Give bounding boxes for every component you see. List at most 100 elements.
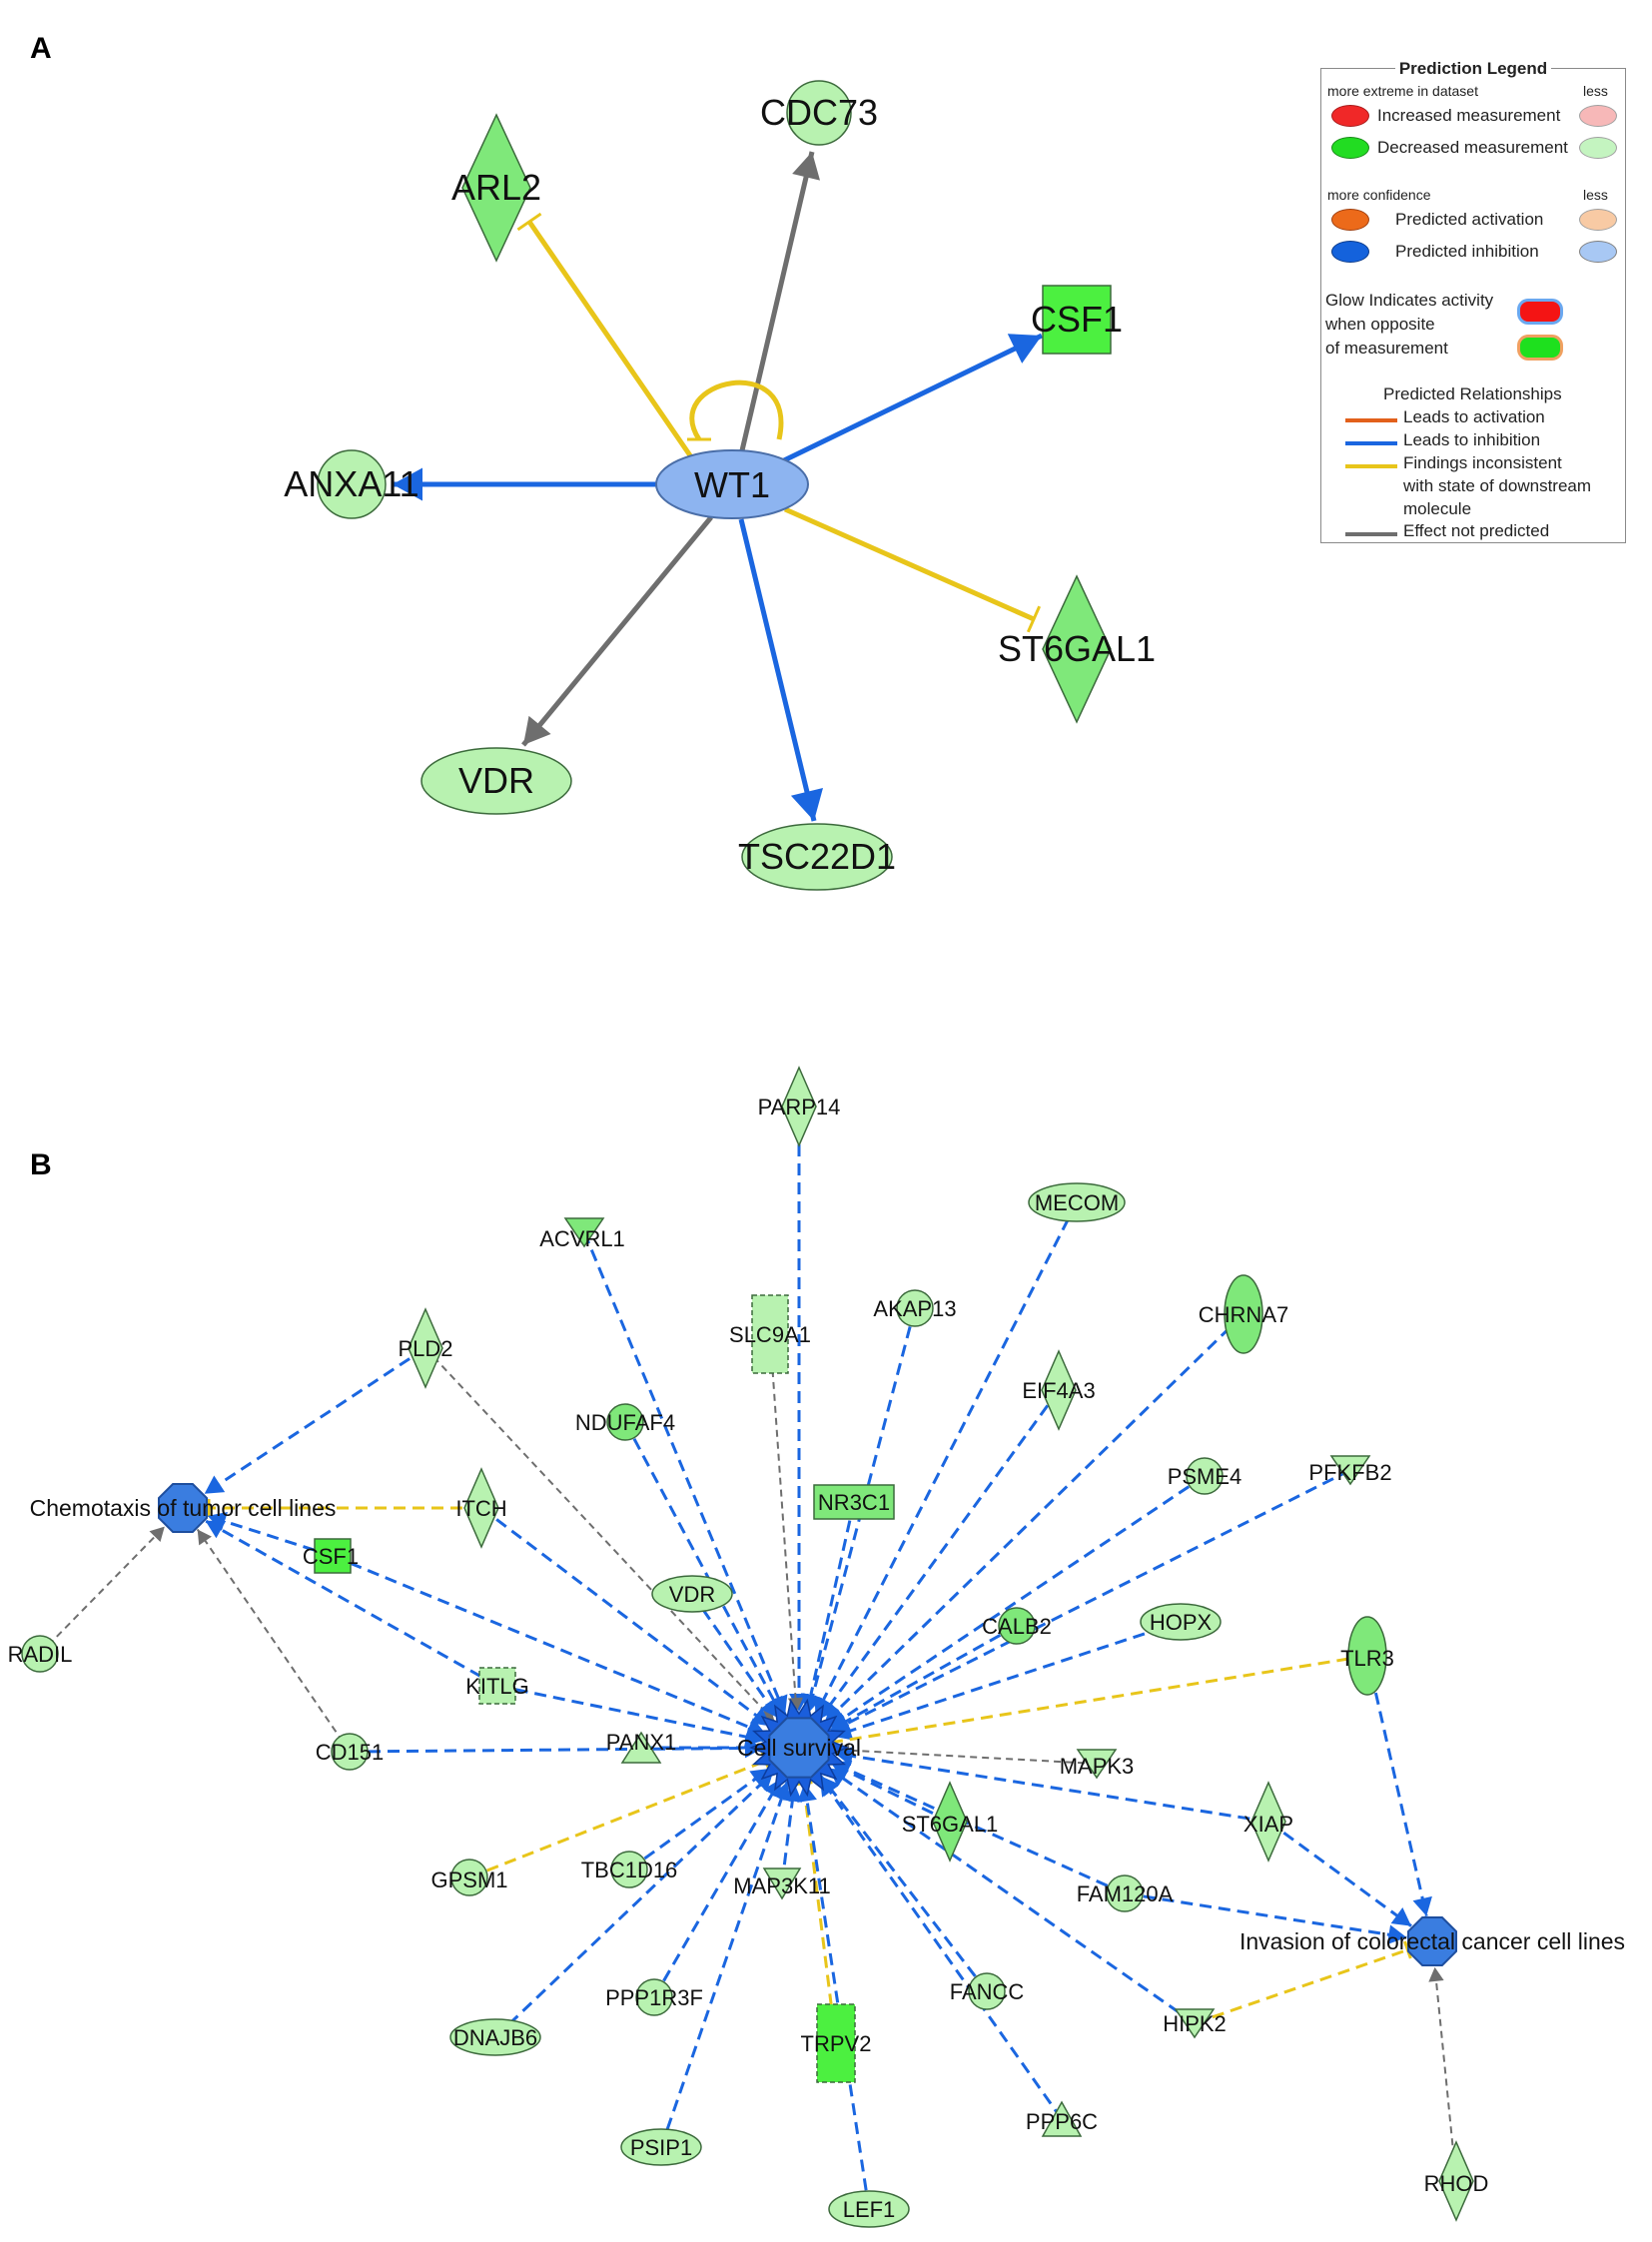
node-b-lef1-shape (828, 2190, 910, 2228)
node-a-tsc22d1[interactable]: TSC22D1 (738, 823, 896, 891)
node-b-gpsm1[interactable]: GPSM1 (430, 1859, 508, 1896)
node-a-csf1-shape (1042, 285, 1112, 355)
node-b-gpsm1-label: GPSM1 (430, 1868, 507, 1892)
node-b-acvrl1[interactable]: ACVRL1 (539, 1217, 625, 1251)
node-b-mapk3[interactable]: MAPK3 (1060, 1749, 1135, 1780)
node-b-ppp1r3f[interactable]: PPP1R3F (605, 1978, 703, 2016)
node-b-pld2[interactable]: PLD2 (398, 1307, 453, 1389)
edge-hipk2-to-cs (827, 1767, 1196, 2025)
edge-vdr-to-cs (690, 1593, 780, 1720)
node-b-nr3c1-label: NR3C1 (818, 1490, 890, 1515)
node-b-vdr-shape (651, 1575, 733, 1613)
edge-calb2-to-cs (829, 1624, 1018, 1732)
edge-wt1-arl2-bar (516, 212, 542, 232)
node-b-nr3c1[interactable]: NR3C1 (813, 1484, 895, 1520)
node-b-chrna7[interactable]: CHRNA7 (1199, 1274, 1288, 1354)
node-b-mecom-shape (1028, 1182, 1126, 1222)
node-b-map3k11[interactable]: MAP3K11 (733, 1868, 831, 1900)
node-a-vdr[interactable]: VDR (420, 747, 572, 815)
node-b-panx1-shape (620, 1731, 662, 1764)
edge-itch-to-cs (480, 1506, 772, 1728)
node-a-st6gal1-label: ST6GAL1 (998, 628, 1156, 669)
node-b-psme4-label: PSME4 (1168, 1464, 1242, 1489)
panel-b-letter: B (30, 1148, 52, 1181)
function-invasion[interactable]: Invasion of colorectal cancer cell lines (1239, 1916, 1625, 1966)
node-b-psip1[interactable]: PSIP1 (620, 2128, 702, 2166)
node-b-fancc[interactable]: FANCC (950, 1972, 1025, 2010)
node-b-vdr-label: VDR (669, 1582, 715, 1607)
node-a-wt1[interactable]: WT1 (655, 449, 809, 519)
node-b-rhod[interactable]: RHOD (1424, 2140, 1489, 2222)
node-b-chrna7-shape (1224, 1274, 1263, 1354)
edge-fam120a-to-iv (1124, 1891, 1407, 1939)
edge-hipk2-to-iv (1194, 1948, 1408, 2025)
node-b-hipk2[interactable]: HIPK2 (1163, 2008, 1227, 2039)
node-b-chrna7-label: CHRNA7 (1199, 1302, 1288, 1327)
line-inconsistent-swatch (1345, 464, 1397, 468)
node-b-hopx[interactable]: HOPX (1140, 1603, 1222, 1641)
edge-gpsm1-to-cs (468, 1759, 767, 1879)
legend-rel-inhibition: Leads to inhibition (1403, 430, 1541, 449)
node-b-pfkfb2[interactable]: PFKFB2 (1308, 1455, 1392, 1486)
node-b-hipk2-shape (1174, 2008, 1216, 2039)
node-b-tbc1d16[interactable]: TBC1D16 (581, 1851, 678, 1888)
node-b-lef1[interactable]: LEF1 (828, 2190, 910, 2228)
edge-csf1-to-ch (207, 1514, 334, 1558)
node-a-csf1[interactable]: CSF1 (1031, 285, 1123, 355)
node-b-pfkfb2-label: PFKFB2 (1308, 1460, 1391, 1485)
node-b-csf1[interactable]: CSF1 (303, 1538, 359, 1574)
edge-tlr3-to-iv (1365, 1655, 1428, 1916)
edge-kitlg-to-ch-head (205, 1520, 227, 1539)
node-b-panx1-label: PANX1 (606, 1730, 677, 1755)
edge-wt1-csf1-head (1007, 334, 1042, 364)
node-b-itch[interactable]: ITCH (455, 1467, 507, 1549)
node-b-parp14-shape (781, 1066, 817, 1147)
edge-fam120a-to-iv-head (1387, 1924, 1407, 1945)
function-chemotaxis[interactable]: Chemotaxis of tumor cell lines (30, 1483, 337, 1533)
node-b-akap13[interactable]: AKAP13 (873, 1289, 957, 1327)
node-b-st6gal1[interactable]: ST6GAL1 (902, 1781, 999, 1863)
node-b-kitlg[interactable]: KITLG (465, 1667, 529, 1705)
node-b-psip1-label: PSIP1 (630, 2135, 692, 2160)
node-a-anxa11[interactable]: ANXA11 (284, 449, 419, 519)
edge-wt1-anxa11-head (393, 467, 422, 501)
edge-wt1-st6gal1 (783, 506, 1036, 622)
legend-rel-activation: Leads to activation (1403, 407, 1545, 426)
node-b-ppp6c[interactable]: PPP6C (1026, 2100, 1098, 2137)
node-b-psme4[interactable]: PSME4 (1168, 1457, 1242, 1495)
edge-mapk3-to-cs (834, 1748, 1098, 1765)
node-b-tbc1d16-shape (610, 1851, 648, 1888)
node-a-cdc73[interactable]: CDC73 (760, 80, 878, 146)
node-a-arl2[interactable]: ARL2 (451, 113, 541, 263)
node-b-cd151[interactable]: CD151 (316, 1733, 384, 1771)
node-b-akap13-shape (896, 1289, 934, 1327)
function-cell-survival[interactable]: Cell survival (737, 1698, 861, 1798)
node-b-slc9a1[interactable]: SLC9A1 (729, 1294, 811, 1374)
edge-eif4a3-to-cs (818, 1389, 1061, 1720)
edge-ppp1r3f-to-cs (652, 1778, 783, 1998)
edge-pfkfb2-to-cs (830, 1468, 1351, 1734)
edge-radil-to-ch-head (149, 1526, 165, 1542)
node-b-calb2[interactable]: CALB2 (982, 1607, 1052, 1645)
legend-glow-2: when opposite (1325, 315, 1435, 334)
node-b-eif4a3[interactable]: EIF4A3 (1022, 1349, 1096, 1431)
inhibition-swatch (1331, 241, 1369, 263)
node-b-vdr[interactable]: VDR (651, 1575, 733, 1613)
node-b-slc9a1-label: SLC9A1 (729, 1322, 811, 1347)
node-b-xiap-shape (1250, 1781, 1286, 1863)
node-b-dnajb6[interactable]: DNAJB6 (449, 2018, 541, 2056)
node-b-fam120a[interactable]: FAM120A (1077, 1874, 1174, 1912)
node-b-panx1[interactable]: PANX1 (606, 1730, 677, 1764)
node-b-trpv2[interactable]: TRPV2 (801, 2003, 872, 2083)
node-a-tsc22d1-label: TSC22D1 (738, 836, 896, 877)
node-b-fancc-shape (968, 1972, 1006, 2010)
node-b-parp14[interactable]: PARP14 (758, 1066, 841, 1147)
node-b-ndufaf4[interactable]: NDUFAF4 (575, 1403, 675, 1441)
node-a-st6gal1[interactable]: ST6GAL1 (998, 574, 1156, 724)
node-b-tlr3[interactable]: TLR3 (1340, 1616, 1394, 1696)
node-b-radil[interactable]: RADIL (8, 1635, 73, 1673)
panel-a-letter: A (30, 32, 52, 65)
node-b-xiap[interactable]: XIAP (1243, 1781, 1293, 1863)
node-b-mecom[interactable]: MECOM (1028, 1182, 1126, 1222)
node-b-hopx-shape (1140, 1603, 1222, 1641)
